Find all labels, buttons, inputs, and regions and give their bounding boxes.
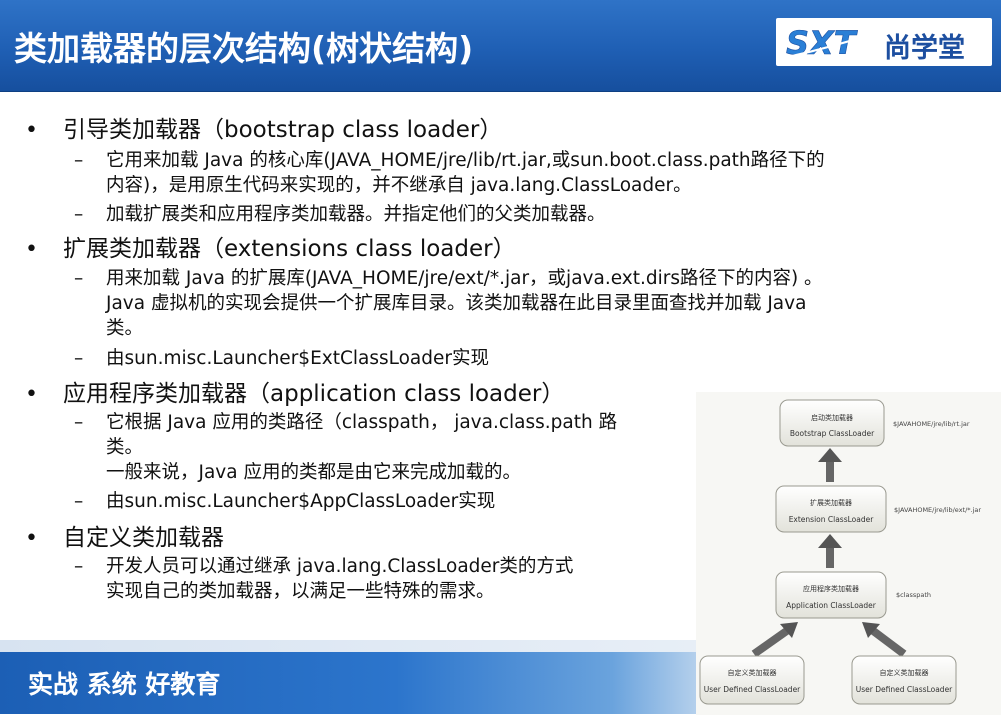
section-custom: • 自定义类加载器 (25, 518, 224, 552)
item-custom-1: – 开发人员可以通过继承 java.lang.ClassLoader类的方式 实… (74, 554, 694, 604)
slide-footer: 实战 系统 好教育 (0, 652, 720, 714)
item-text: 用来加载 Java 的扩展库(JAVA_HOME/jre/ext/*.jar，或… (106, 268, 823, 339)
node-en-label: Bootstrap ClassLoader (790, 429, 875, 438)
item-extensions-1: – 用来加载 Java 的扩展库(JAVA_HOME/jre/ext/*.jar… (74, 266, 974, 341)
node-en-label: Application ClassLoader (786, 601, 877, 610)
slide-content: • 引导类加载器（bootstrap class loader） – 它用来加载 … (0, 92, 1001, 640)
node-cn-label: 启动类加载器 (811, 413, 853, 422)
section-extensions: • 扩展类加载器（extensions class loader） (25, 229, 516, 263)
footer-slogan: 实战 系统 好教育 (28, 670, 221, 699)
dash-mark: – (74, 412, 84, 433)
bullet-mark: • (25, 382, 38, 407)
brand-name: 尚学堂 (884, 33, 965, 64)
section-heading: 应用程序类加载器（application class loader） (63, 381, 565, 407)
arrow-user1-to-app (751, 622, 798, 658)
section-application: • 应用程序类加载器（application class loader） (25, 374, 564, 408)
dash-mark: – (74, 204, 84, 225)
node-en-label: User Defined ClassLoader (856, 685, 953, 694)
arrow-ext-to-boot (818, 448, 842, 482)
node-note: $JAVAHOME/jre/lib/rt.jar (893, 420, 970, 428)
node-user-defined-1: 自定义类加载器 User Defined ClassLoader (699, 655, 805, 705)
item-text: 它根据 Java 应用的类路径（classpath， java.class.pa… (106, 412, 618, 483)
section-heading: 自定义类加载器 (63, 525, 224, 551)
item-application-2: – 由sun.misc.Launcher$AppClassLoader实现 (74, 489, 714, 514)
node-user-defined-2: 自定义类加载器 User Defined ClassLoader (851, 655, 957, 705)
dash-mark: – (74, 150, 84, 171)
node-extension: 扩展类加载器 Extension ClassLoader (775, 485, 887, 533)
sxt-logo-icon: SXT (786, 24, 877, 61)
dash-mark: – (74, 491, 84, 512)
brand-box: SXT 尚学堂 (776, 18, 992, 66)
node-note: $classpath (896, 591, 931, 599)
node-note: $JAVAHOME/jre/lib/ext/*.jar (894, 506, 981, 514)
node-cn-label: 自定义类加载器 (728, 668, 777, 677)
bullet-mark: • (25, 237, 38, 262)
bullet-mark: • (25, 526, 38, 551)
item-text: 由sun.misc.Launcher$AppClassLoader实现 (106, 491, 496, 512)
node-cn-label: 自定义类加载器 (880, 668, 929, 677)
section-heading: 引导类加载器（bootstrap class loader） (63, 117, 503, 143)
item-bootstrap-1: – 它用来加载 Java 的核心库(JAVA_HOME/jre/lib/rt.j… (74, 148, 974, 198)
slide-title: 类加载器的层次结构(树状结构) (14, 29, 474, 68)
node-cn-label: 扩展类加载器 (810, 498, 852, 507)
classloader-hierarchy-diagram: 启动类加载器 Bootstrap ClassLoader $JAVAHOME/j… (696, 392, 1001, 715)
item-extensions-2: – 由sun.misc.Launcher$ExtClassLoader实现 (74, 346, 974, 371)
node-bootstrap: 启动类加载器 Bootstrap ClassLoader (779, 399, 885, 447)
node-en-label: User Defined ClassLoader (704, 685, 801, 694)
item-bootstrap-2: – 加载扩展类和应用程序类加载器。并指定他们的父类加载器。 (74, 202, 974, 227)
slide-header: 类加载器的层次结构(树状结构) SXT 尚学堂 (0, 0, 1001, 92)
arrow-app-to-ext (818, 534, 842, 568)
node-cn-label: 应用程序类加载器 (803, 584, 859, 593)
node-application: 应用程序类加载器 Application ClassLoader (775, 571, 887, 619)
dash-mark: – (74, 268, 84, 289)
item-text: 它用来加载 Java 的核心库(JAVA_HOME/jre/lib/rt.jar… (106, 150, 825, 196)
item-text: 开发人员可以通过继承 java.lang.ClassLoader类的方式 实现自… (106, 556, 574, 602)
bullet-mark: • (25, 118, 38, 143)
node-en-label: Extension ClassLoader (789, 515, 875, 524)
arrow-user2-to-app (862, 622, 907, 658)
item-text: 加载扩展类和应用程序类加载器。并指定他们的父类加载器。 (106, 204, 606, 225)
section-bootstrap: • 引导类加载器（bootstrap class loader） (25, 110, 502, 144)
diagram-canvas: 启动类加载器 Bootstrap ClassLoader $JAVAHOME/j… (699, 399, 981, 705)
item-application-1: – 它根据 Java 应用的类路径（classpath， java.class.… (74, 410, 714, 485)
section-heading: 扩展类加载器（extensions class loader） (63, 236, 516, 262)
dash-mark: – (74, 556, 84, 577)
item-text: 由sun.misc.Launcher$ExtClassLoader实现 (106, 348, 489, 369)
dash-mark: – (74, 348, 84, 369)
